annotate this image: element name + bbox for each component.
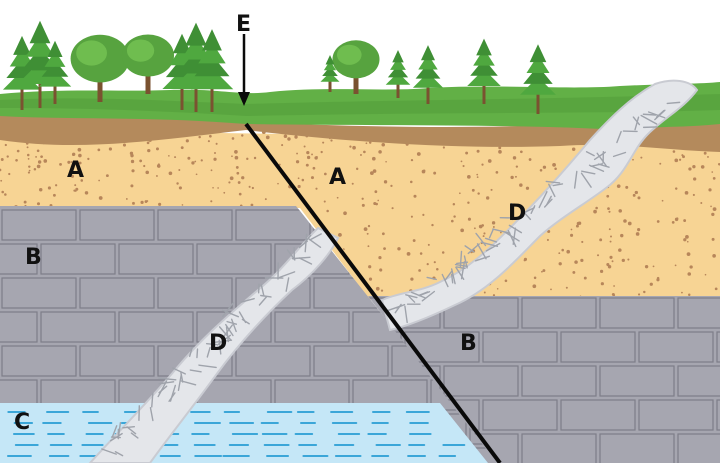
pine-tree: [190, 29, 234, 112]
trees: [2, 20, 556, 114]
layer-c-water: [0, 403, 488, 463]
label-d-right: D: [508, 201, 526, 226]
broadleaf-tree: [70, 34, 130, 102]
pine-tree: [467, 38, 501, 104]
broadleaf-tree: [121, 34, 175, 94]
pine-tree: [38, 40, 72, 104]
label-a-left: A: [67, 158, 84, 183]
pine-tree: [520, 44, 556, 114]
fault-line: [244, 122, 502, 463]
pine-tree: [385, 50, 411, 98]
label-d-left: D: [209, 331, 227, 356]
label-b-left: B: [25, 245, 42, 270]
label-e: E: [236, 12, 251, 37]
pine-tree: [320, 54, 340, 92]
intrusion-d: [88, 79, 699, 463]
broadleaf-tree: [332, 40, 380, 94]
label-b-right: B: [460, 331, 477, 356]
arrow-e: [238, 34, 250, 106]
pine-tree: [412, 45, 444, 104]
label-a-right: A: [329, 165, 346, 190]
label-c: C: [14, 410, 30, 435]
